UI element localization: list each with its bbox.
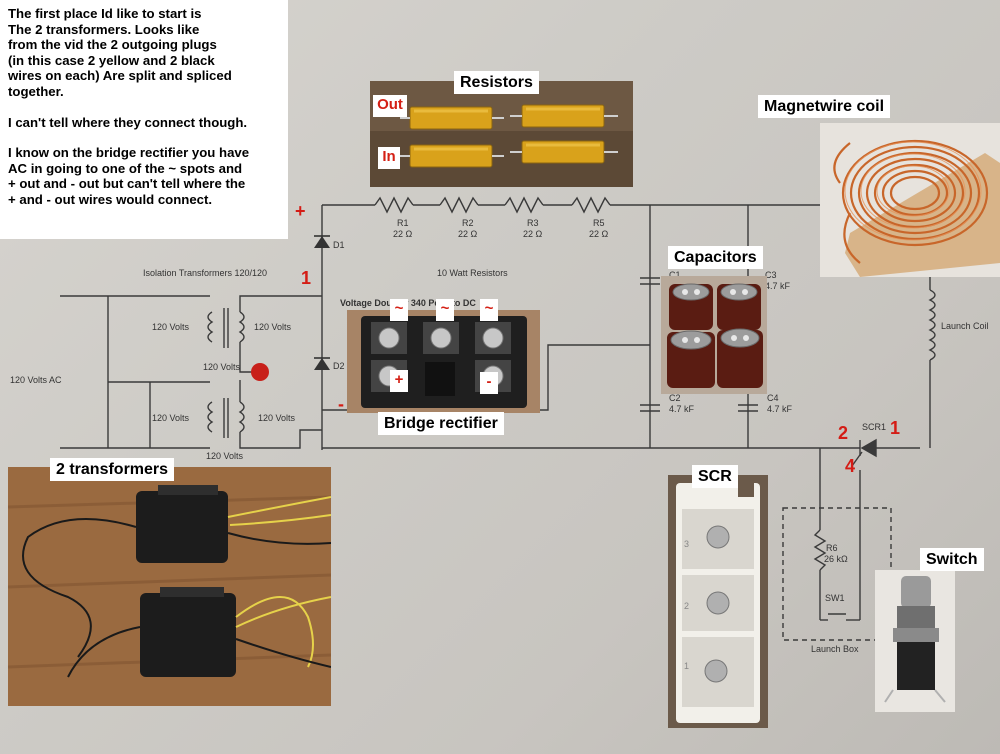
r5-value: 22 Ω (589, 229, 609, 239)
capacitors-label: Capacitors (668, 246, 763, 269)
bridge-rectifier-label: Bridge rectifier (378, 412, 504, 435)
bridge-ac-terminal-2: ~ (436, 299, 454, 321)
c4-label: C4 (767, 393, 779, 403)
c1-label: C1 (669, 270, 681, 280)
c3-value: 4.7 kF (765, 281, 791, 291)
resistor-in-label: In (378, 147, 400, 169)
r1-label: R1 (397, 218, 409, 228)
c2-value: 4.7 kF (669, 404, 695, 414)
one-annotation: 1 (301, 268, 312, 288)
launch-box-label: Launch Box (811, 644, 859, 654)
scr-pin1-annotation: 1 (890, 418, 901, 438)
resistors-photo (370, 81, 633, 187)
minus-annotation: - (338, 394, 344, 414)
plus-annotation: + (295, 201, 306, 221)
voltage-label: 120 Volts (203, 362, 241, 372)
r3-label: R3 (527, 218, 539, 228)
c3-label: C3 (765, 270, 777, 280)
transformers-label: 2 transformers (50, 458, 175, 481)
question-note: The first place Id like to start is The … (0, 0, 288, 239)
note-paragraph: I know on the bridge rectifier you have … (8, 145, 250, 207)
magnetwire-coil-photo (820, 123, 1000, 277)
voltage-label: 120 Volts (206, 451, 244, 461)
ac-input-label: 120 Volts AC (10, 375, 62, 385)
r2-label: R2 (462, 218, 474, 228)
d1-label: D1 (333, 240, 345, 250)
r5-label: R5 (593, 218, 605, 228)
scr1-label: SCR1 (862, 422, 887, 432)
scr-label: SCR (692, 465, 738, 488)
ten-watt-label: 10 Watt Resistors (437, 268, 508, 278)
scr-pin2-annotation: 2 (838, 423, 849, 443)
note-paragraph: The first place Id like to start is The … (8, 6, 232, 99)
voltage-label: 120 Volts (258, 413, 296, 423)
switch-photo (875, 570, 955, 712)
resistor-out-label: Out (373, 95, 407, 117)
c4-value: 4.7 kF (767, 404, 793, 414)
r1-value: 22 Ω (393, 229, 413, 239)
d2-label: D2 (333, 361, 345, 371)
scr-pin-number: 3 (684, 539, 690, 549)
r3-value: 22 Ω (523, 229, 543, 239)
bridge-plus-terminal: + (390, 370, 408, 392)
voltage-label: 120 Volts (152, 413, 190, 423)
bridge-ac-terminal-1: ~ (390, 299, 408, 321)
note-paragraph: I can't tell where they connect though. (8, 114, 248, 130)
scr-pin-number: 2 (684, 601, 690, 611)
r2-value: 22 Ω (458, 229, 478, 239)
scr-pin4-annotation: 4 (845, 456, 856, 476)
bridge-ac-terminal-3: ~ (480, 299, 498, 321)
sw1-label: SW1 (825, 593, 845, 603)
r6-value: 26 kΩ (824, 554, 848, 564)
transformers-photo (8, 467, 331, 706)
r6-label: R6 (826, 543, 838, 553)
voltage-label: 120 Volts (152, 322, 190, 332)
launch-coil-label: Launch Coil (941, 321, 989, 331)
bridge-minus-terminal: - (480, 372, 498, 394)
magnetwire-coil-label: Magnetwire coil (758, 95, 891, 118)
iso-title: Isolation Transformers 120/120 (143, 268, 268, 278)
capacitors-photo (661, 276, 767, 394)
voltage-label: 120 Volts (254, 322, 292, 332)
switch-label: Switch (920, 548, 984, 571)
resistors-label: Resistors (454, 71, 539, 94)
bridge-rectifier-photo (347, 310, 540, 413)
c2-label: C2 (669, 393, 681, 403)
scr-pin-number: 1 (684, 661, 690, 671)
scr-photo (668, 475, 768, 728)
